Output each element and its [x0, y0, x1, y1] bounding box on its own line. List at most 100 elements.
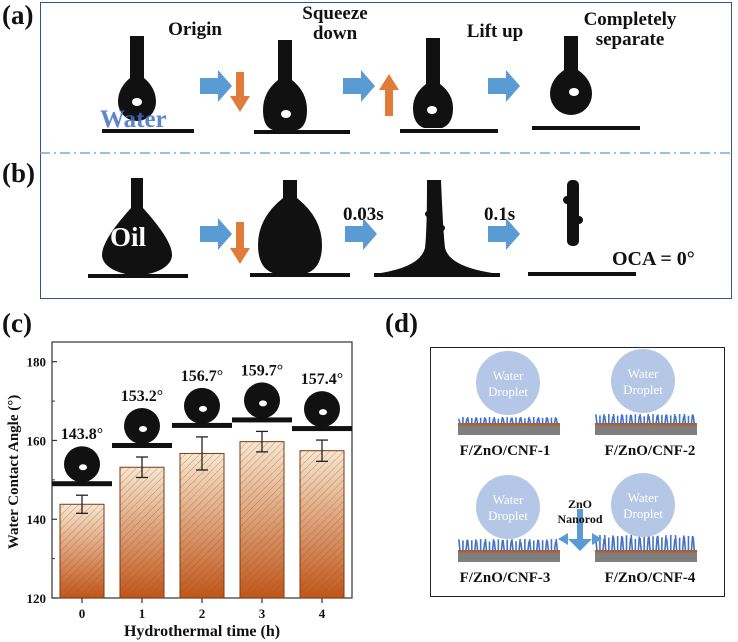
droplet-lift-frame [400, 38, 498, 133]
nanorod [683, 536, 687, 552]
nanorod [544, 539, 548, 552]
arrow-right-3 [488, 70, 520, 102]
double-arrow-icon [558, 509, 602, 551]
nanorod [546, 417, 550, 425]
value-label: 143.8° [61, 426, 103, 443]
nanorod [621, 414, 625, 425]
bar-hatch [180, 453, 224, 598]
arrow-up-1 [379, 74, 399, 116]
droplet-label: Droplet [488, 508, 528, 523]
nanorod [630, 414, 634, 425]
y-axis-title: Water Contact Angle (°) [6, 395, 22, 549]
nanorod [537, 539, 541, 552]
arrow-right-b2 [345, 218, 377, 250]
sample-label-2: F/ZnO/CNF-2 [604, 443, 696, 459]
nanorod [692, 415, 696, 425]
nanorod [681, 416, 685, 425]
seed-layer [458, 423, 560, 426]
droplet-squeeze-frame [254, 40, 350, 134]
nanorod [528, 539, 532, 552]
nanorod [664, 414, 667, 425]
nanorod [628, 537, 632, 552]
droplet-inset [52, 446, 112, 487]
nanorod [683, 413, 687, 425]
substrate [458, 552, 560, 562]
nanorod [509, 417, 513, 425]
nanorod [603, 535, 607, 552]
nanorod [646, 413, 650, 425]
x-tick-label: 2 [199, 606, 206, 621]
nanorod [681, 535, 685, 552]
nanorod [619, 414, 623, 425]
droplet-inset [232, 382, 292, 423]
nanorod [484, 417, 488, 425]
nanorod [630, 534, 634, 552]
droplet-inset [172, 387, 232, 428]
nanorod [535, 539, 539, 552]
nanorod [639, 538, 643, 552]
bar-hatch [300, 450, 344, 598]
droplet-separate-frame [532, 36, 640, 130]
water-droplet [611, 349, 675, 413]
nanorod-label: Nanorod [557, 512, 603, 526]
arrow-down-1 [230, 72, 250, 112]
nanorod [509, 540, 513, 552]
zno-label: ZnO [567, 497, 592, 511]
arrow-right-b1 [200, 218, 232, 250]
nanorod [639, 413, 643, 425]
nanorod [637, 534, 641, 552]
nanorod [473, 417, 477, 425]
nanorod [656, 414, 660, 425]
nanorod [555, 538, 559, 552]
nanorod [610, 416, 614, 425]
nanorod [511, 417, 514, 425]
oil-droplet-sequence [88, 178, 636, 278]
nanorod [535, 418, 539, 425]
nanorod [674, 415, 678, 425]
nanorod [603, 415, 607, 425]
water-droplet [611, 473, 675, 537]
seed-layer [458, 550, 560, 553]
bar-hatch [120, 467, 164, 598]
arrow-right-b3 [488, 218, 520, 250]
nanorod [553, 417, 557, 425]
y-tick-label: 140 [27, 512, 47, 527]
sample-label-1: F/ZnO/CNF-1 [459, 443, 551, 459]
nanorod [502, 539, 506, 552]
nanorod [458, 418, 461, 425]
nanorod [544, 417, 548, 425]
nanorod [648, 415, 651, 425]
arrow-right-2 [343, 70, 375, 102]
panel-d-frame [430, 347, 725, 597]
value-label: 157.4° [301, 371, 343, 388]
panel-d-label: (d) [385, 308, 418, 338]
droplet-label: Water [628, 490, 659, 505]
nanorod [690, 535, 694, 552]
nanorod [475, 540, 479, 552]
nanorod [655, 536, 658, 552]
nanorod [491, 418, 495, 425]
y-tick-label: 120 [27, 591, 47, 606]
nanorod [646, 537, 650, 552]
panel-a-label: (a) [2, 0, 34, 30]
water-droplet [476, 351, 540, 415]
panel-b-label: (b) [2, 158, 35, 188]
nanorod [672, 414, 676, 425]
x-tick-label: 0 [79, 606, 86, 621]
nanorod [482, 541, 486, 552]
x-tick-label: 3 [259, 606, 266, 621]
step-squeeze-label: Squeeze down [302, 3, 368, 44]
nanorod [493, 416, 497, 425]
nanorod [610, 535, 614, 552]
nanorod [621, 536, 625, 552]
nanorod [656, 535, 660, 552]
panel-c-label: (c) [2, 308, 32, 338]
sample-label-3: F/ZnO/CNF-3 [459, 570, 551, 586]
substrate [458, 425, 560, 435]
value-label: 156.7° [181, 368, 223, 385]
panel-a-arrows [200, 70, 520, 116]
